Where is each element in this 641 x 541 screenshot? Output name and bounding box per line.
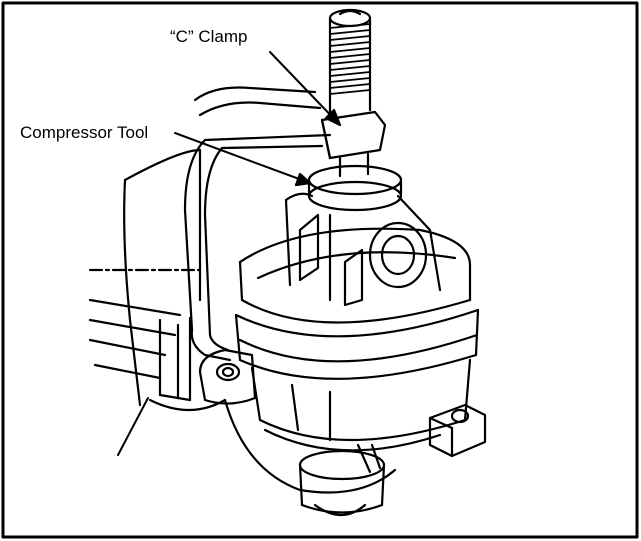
housing-block: [88, 148, 202, 407]
lower-shaft: [148, 398, 397, 517]
compressor-body: [234, 227, 480, 452]
leader-arrows: [117, 51, 342, 456]
clamp-screw: [328, 8, 372, 178]
c-clamp-label: “C” Clamp: [168, 27, 250, 47]
c-clamp-frame: [183, 86, 387, 362]
compressor-tool-label: Compressor Tool: [18, 123, 151, 143]
mounting-flanges: [198, 348, 487, 458]
